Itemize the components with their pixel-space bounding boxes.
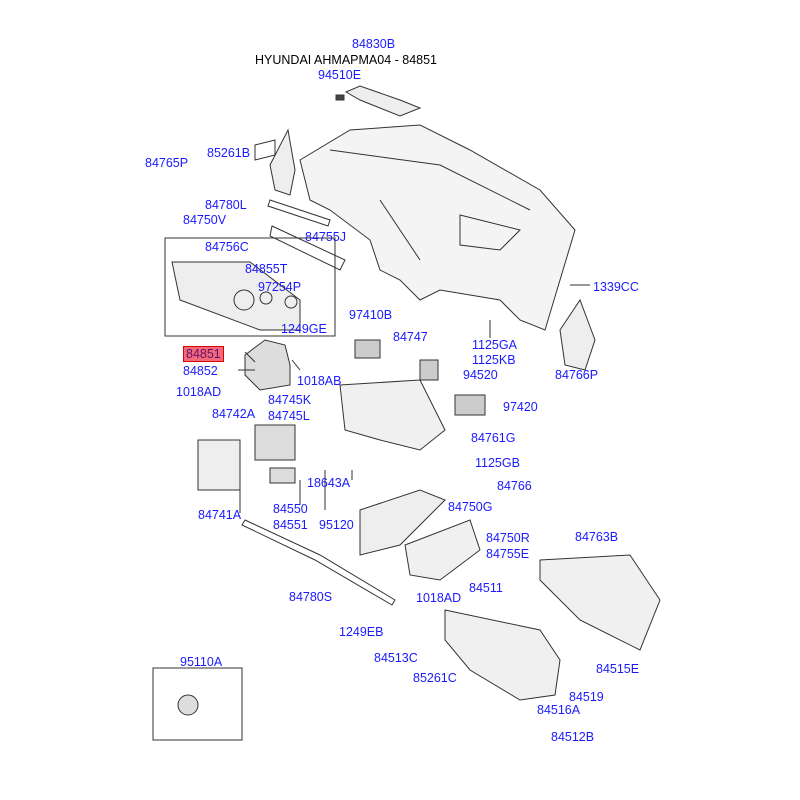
pad-85261b: [254, 139, 276, 161]
part-label-84551[interactable]: 84551: [273, 518, 308, 532]
garnish-84756c: [171, 261, 301, 331]
part-label-84851[interactable]: 84851: [183, 346, 224, 362]
switch-part: [284, 295, 298, 309]
part-label-84745k[interactable]: 84745K: [268, 393, 312, 407]
part-label-84780s[interactable]: 84780S: [289, 590, 333, 604]
strip-84780s: [241, 519, 396, 606]
part-label-84550[interactable]: 84550: [273, 502, 308, 516]
clip-94510e: [335, 94, 345, 101]
side-panel-84765p: [269, 128, 296, 196]
part-label-1125ga[interactable]: 1125GA: [472, 338, 517, 352]
part-label-84513c[interactable]: 84513C: [374, 651, 418, 665]
switch-94520: [419, 359, 439, 381]
part-label-84515e[interactable]: 84515E: [596, 662, 640, 676]
ring-97254p: [259, 291, 273, 305]
part-label-84750g[interactable]: 84750G: [448, 500, 493, 514]
part-label-84741a[interactable]: 84741A: [198, 508, 242, 522]
part-label-84512b[interactable]: 84512B: [551, 730, 595, 744]
part-label-84750v[interactable]: 84750V: [183, 213, 227, 227]
part-label-1018ad_a[interactable]: 1018AD: [176, 385, 222, 399]
part-label-84742a[interactable]: 84742A: [212, 407, 256, 421]
part-label-84830b[interactable]: 84830B: [352, 37, 396, 51]
side-cover-84766p: [559, 298, 596, 371]
part-label-1249ge[interactable]: 1249GE: [281, 322, 327, 336]
part-label-1125kb[interactable]: 1125KB: [472, 353, 516, 367]
tray-84742a: [254, 424, 296, 461]
part-label-84755j[interactable]: 84755J: [305, 230, 347, 244]
part-label-18643a[interactable]: 18643A: [307, 476, 351, 490]
crash-pad-detail: [329, 149, 531, 261]
vent-97420: [454, 394, 486, 416]
part-label-84747[interactable]: 84747: [393, 330, 428, 344]
part-label-85261b[interactable]: 85261B: [207, 146, 251, 160]
box-95110a: [152, 667, 243, 741]
part-label-97420[interactable]: 97420: [503, 400, 538, 414]
part-95110a: [177, 694, 199, 716]
cover-84830b: [344, 85, 422, 117]
part-label-84855t[interactable]: 84855T: [245, 262, 288, 276]
leader-lines: [238, 284, 590, 513]
strip-84780l: [267, 199, 331, 227]
part-label-84750r[interactable]: 84750R: [486, 531, 530, 545]
part-label-84780l[interactable]: 84780L: [205, 198, 247, 212]
glove-box-housing-84763b: [539, 554, 661, 651]
part-label-1339cc[interactable]: 1339CC: [593, 280, 639, 294]
part-label-84766p[interactable]: 84766P: [555, 368, 599, 382]
module-84550: [269, 467, 296, 484]
vent-97410b: [354, 339, 381, 359]
part-label-84761g[interactable]: 84761G: [471, 431, 516, 445]
heater-panel-84741a: [197, 439, 241, 491]
part-label-84756c[interactable]: 84756C: [205, 240, 249, 254]
part-label-84763b[interactable]: 84763B: [575, 530, 619, 544]
part-label-84519[interactable]: 84519: [569, 690, 604, 704]
lower-panel-84750g: [359, 489, 446, 556]
part-label-84516a[interactable]: 84516A: [537, 703, 581, 717]
diagram-title: HYUNDAI AHMAPMA04 - 84851: [255, 53, 438, 67]
panel-84750r: [404, 519, 481, 581]
part-label-1125gb[interactable]: 1125GB: [475, 456, 520, 470]
part-label-85261c[interactable]: 85261C: [413, 671, 457, 685]
part-label-94510e[interactable]: 94510E: [318, 68, 362, 82]
part-label-94520[interactable]: 94520: [463, 368, 498, 382]
strip-84755j: [269, 225, 346, 271]
part-label-84745l[interactable]: 84745L: [268, 409, 310, 423]
crash-pad-main: [299, 124, 576, 331]
part-label-84755e[interactable]: 84755E: [486, 547, 530, 561]
part-label-1018ad_b[interactable]: 1018AD: [416, 591, 462, 605]
glove-box-84511: [444, 609, 561, 701]
part-label-84766[interactable]: 84766: [497, 479, 532, 493]
part-label-97410b[interactable]: 97410B: [349, 308, 393, 322]
part-label-97254p[interactable]: 97254P: [258, 280, 302, 294]
part-label-84852[interactable]: 84852: [183, 364, 218, 378]
part-label-1018ab[interactable]: 1018AB: [297, 374, 342, 388]
part-label-95110a[interactable]: 95110A: [180, 655, 223, 669]
part-label-95120[interactable]: 95120: [319, 518, 354, 532]
switch-84855t: [233, 289, 255, 311]
cover-84851: [244, 339, 291, 391]
part-label-84511[interactable]: 84511: [469, 581, 503, 595]
part-label-84765p[interactable]: 84765P: [145, 156, 189, 170]
group-box-84750v: [164, 237, 336, 337]
part-label-1249eb[interactable]: 1249EB: [339, 625, 384, 639]
center-fascia-84761g: [339, 379, 446, 451]
